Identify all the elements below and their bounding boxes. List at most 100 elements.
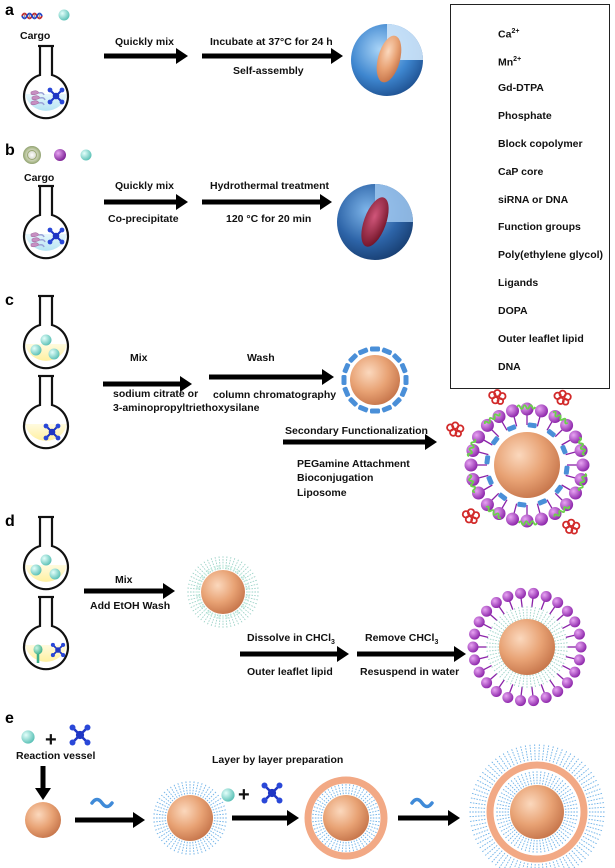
panel-e-phosphate-icon-2 bbox=[260, 781, 284, 805]
panel-d-flask-bottom bbox=[22, 595, 70, 671]
panel-a-copolymer-icon bbox=[30, 89, 46, 106]
panel-b-gd-dtpa-icon bbox=[22, 145, 42, 165]
legend-label-ligands: Ligands bbox=[498, 277, 539, 289]
legend-label-block-copolymer: Block copolymer bbox=[498, 138, 583, 150]
panel-e-layer-label: Layer by layer preparation bbox=[212, 754, 344, 766]
panel-label-c: c bbox=[5, 292, 14, 309]
legend-label-calcium: Ca2+ bbox=[498, 28, 520, 41]
panel-c-calcium-2 bbox=[48, 348, 60, 360]
panel-c-flask-top bbox=[22, 294, 70, 370]
panel-c-step3-b1: PEGamine Attachment bbox=[297, 458, 410, 470]
panel-d-dopa-shell bbox=[187, 556, 259, 628]
panel-e-dna-shell-1 bbox=[153, 781, 227, 855]
panel-a-step2-bottom: Self-assembly bbox=[233, 65, 304, 77]
panel-e-arrow-2 bbox=[232, 810, 299, 826]
panel-a-step2-top: Incubate at 37°C for 24 h bbox=[210, 36, 333, 48]
panel-c-step1-bottom-2: 3-aminopropyltriethoxysilane bbox=[113, 402, 260, 414]
panel-a-arrow-1 bbox=[104, 48, 188, 64]
panel-label-b: b bbox=[5, 142, 15, 159]
panel-b-step1-bottom: Co-precipitate bbox=[108, 213, 179, 225]
panel-c-arrow-3 bbox=[283, 434, 437, 450]
panel-e-final-cap-layer bbox=[486, 761, 588, 863]
legend-label-gd-dtpa: Gd-DTPA bbox=[498, 82, 544, 94]
panel-e-final-core bbox=[510, 785, 564, 839]
panel-e-cap-layer bbox=[304, 776, 388, 860]
panel-d-inner-shell bbox=[486, 606, 568, 688]
panel-e-core-3 bbox=[323, 795, 369, 841]
panel-c-arrow-2 bbox=[209, 369, 334, 385]
panel-c-liposome-core bbox=[494, 432, 560, 498]
panel-c-functionalized-particle bbox=[341, 346, 409, 414]
legend-box bbox=[450, 4, 610, 389]
panel-c-step1-top: Mix bbox=[130, 352, 148, 364]
legend-label-peg: Poly(ethylene glycol) bbox=[498, 249, 604, 261]
panel-e-calcium-icon-2 bbox=[221, 788, 235, 802]
panel-b-arrow-1 bbox=[104, 194, 188, 210]
legend-label-manganese: Mn2+ bbox=[498, 56, 522, 69]
panel-e-core-1 bbox=[25, 802, 61, 838]
panel-c-calcium-1 bbox=[30, 344, 42, 356]
legend-label-phosphate: Phosphate bbox=[498, 110, 552, 122]
panel-a-flask bbox=[22, 44, 70, 120]
panel-d-step2-top: Dissolve in CHCl3 bbox=[247, 632, 335, 647]
panel-d-final-core bbox=[499, 619, 555, 675]
panel-a-arrow-2 bbox=[202, 48, 343, 64]
panel-d-step3-top: Remove CHCl3 bbox=[365, 632, 439, 647]
panel-c-calcium-3 bbox=[40, 334, 52, 346]
panel-e-dna-icon-2 bbox=[410, 797, 434, 809]
panel-e-phosphate-icon bbox=[68, 723, 92, 747]
panel-c-step1-bottom-1: sodium citrate or bbox=[113, 388, 199, 400]
panel-d-step3-bottom: Resuspend in water bbox=[360, 666, 460, 678]
panel-c-liposome-particle bbox=[446, 389, 590, 535]
panel-e-plus-1: + bbox=[45, 729, 57, 751]
panel-label-d: d bbox=[5, 513, 15, 530]
panel-e-down-arrow bbox=[35, 766, 51, 800]
panel-d-calcium-2 bbox=[49, 568, 61, 580]
panel-c-step3-b3: Liposome bbox=[297, 487, 347, 499]
panel-b-manganese-icon bbox=[54, 149, 66, 161]
panel-e-arrow-3 bbox=[398, 810, 460, 826]
panel-d-arrow-3 bbox=[357, 646, 466, 662]
panel-a-calcium-icon bbox=[58, 9, 70, 21]
panel-d-lipid-ring bbox=[467, 587, 587, 707]
panel-c-step2-bottom: column chromatography bbox=[213, 389, 337, 401]
legend-label-lipid: Outer leaflet lipid bbox=[498, 333, 584, 345]
panel-e-plus-2: + bbox=[238, 784, 250, 806]
panel-b-copolymer-icon bbox=[30, 231, 46, 248]
panel-b-arrow-2 bbox=[202, 194, 332, 210]
legend-label-cap-core: CaP core bbox=[498, 166, 544, 178]
panel-e-arrow-1 bbox=[75, 812, 145, 828]
legend-label-sirna-dna: siRNA or DNA bbox=[498, 194, 569, 206]
panel-c-step2-top: Wash bbox=[247, 352, 275, 364]
panel-b-calcium-icon bbox=[80, 149, 92, 161]
legend-label-function-groups: Function groups bbox=[498, 221, 581, 233]
panel-label-e: e bbox=[5, 710, 14, 727]
panel-b-step2-bottom: 120 °C for 20 min bbox=[226, 213, 312, 225]
panel-d-arrow-2 bbox=[240, 646, 349, 662]
panel-a-sirna-icon bbox=[21, 12, 43, 20]
panel-e-inner-dna-shell bbox=[495, 770, 579, 854]
panel-b-nanoparticle bbox=[337, 184, 413, 260]
panel-e-core-2 bbox=[167, 795, 213, 841]
panel-b-cargo-label: Cargo bbox=[24, 172, 55, 184]
legend-label-dopa: DOPA bbox=[498, 305, 528, 317]
panel-e-dna-icon-1 bbox=[90, 797, 114, 809]
panel-d-calcium-1 bbox=[30, 564, 42, 576]
panel-c-arrow-1 bbox=[103, 376, 192, 392]
panel-d-step1-bottom: Add EtOH Wash bbox=[90, 600, 171, 612]
panel-e-vessel-label: Reaction vessel bbox=[16, 750, 96, 762]
panel-c-step3-b2: Bioconjugation bbox=[297, 472, 374, 484]
panel-b-step1-top: Quickly mix bbox=[115, 180, 174, 192]
panel-d-step2-bottom: Outer leaflet lipid bbox=[247, 666, 333, 678]
panel-b-flask bbox=[22, 184, 70, 260]
panel-d-calcium-3 bbox=[40, 554, 52, 566]
panel-d-step1-top: Mix bbox=[115, 574, 133, 586]
panel-d-core bbox=[201, 570, 245, 614]
panel-d-dopa-heads bbox=[196, 565, 250, 619]
panel-d-arrow-1 bbox=[84, 583, 175, 599]
panel-d-flask-top bbox=[22, 515, 70, 591]
panel-c-step3-top: Secondary Functionalization bbox=[285, 425, 428, 437]
panel-a-step1-top: Quickly mix bbox=[115, 36, 174, 48]
panel-a-cargo-label: Cargo bbox=[20, 30, 51, 42]
